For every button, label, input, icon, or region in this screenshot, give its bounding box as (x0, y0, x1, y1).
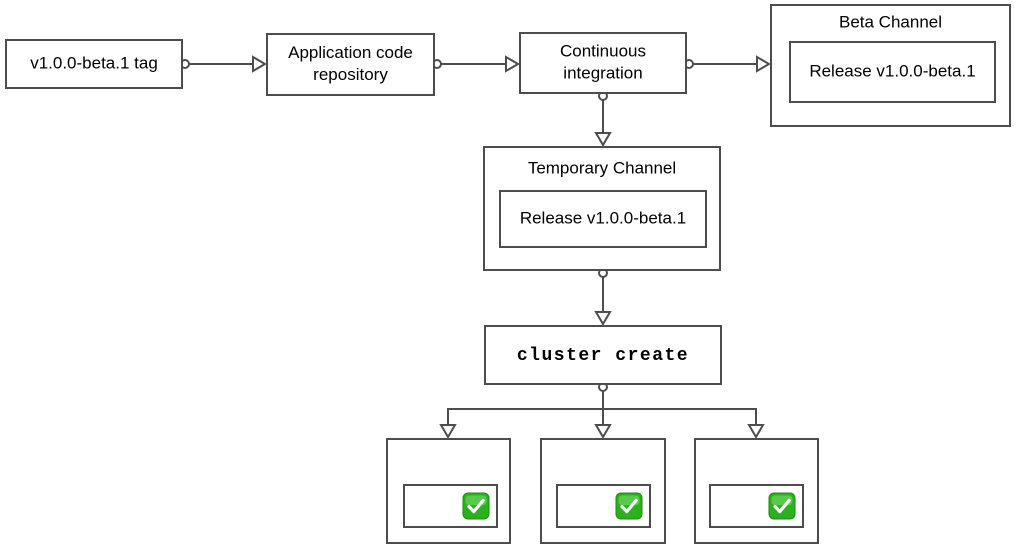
check-mark-green-icon (462, 492, 490, 520)
cluster-create-command-box-label: cluster create (517, 346, 689, 366)
temporary-channel-release-box-label: Release v1.0.0-beta.1 (520, 208, 686, 227)
edges-layer (180, 55, 771, 439)
edge-temporary-channel-to-cluster-create (594, 268, 612, 326)
kurl-test-box[interactable] (540, 438, 666, 544)
continuous-integration-box[interactable]: Continuous integration (519, 32, 687, 94)
beta-channel-container-label: Beta Channel (839, 12, 942, 31)
edge-cluster-create-to-openshift-line (447, 390, 604, 437)
check-mark-green-icon (615, 492, 643, 520)
edge-tag-to-repository (180, 55, 267, 73)
edge-cluster-create-to-eks (603, 408, 765, 439)
continuous-integration-box-frame (519, 32, 687, 94)
check-mark-green-icon (768, 492, 796, 520)
edge-tag-to-repository-arrowhead-icon (252, 55, 267, 73)
test-targets-layer (386, 438, 819, 544)
edge-continuous-integration-to-beta-channel-arrowhead-icon (756, 55, 771, 73)
edge-cluster-create-to-eks-arrowhead-icon (747, 424, 765, 439)
version-tag-box-frame (5, 39, 183, 89)
eks-test-box[interactable] (694, 438, 819, 544)
version-tag-box[interactable]: v1.0.0-beta.1 tag (5, 39, 183, 89)
edge-repository-to-continuous-integration (432, 55, 520, 73)
nodes-layer: v1.0.0-beta.1 tag Application code reposit… (5, 4, 1011, 385)
temporary-channel-release-box[interactable]: Release v1.0.0-beta.1 (499, 190, 707, 248)
edge-cluster-create-to-openshift (439, 382, 608, 439)
edge-cluster-create-to-kurl (594, 390, 612, 439)
temporary-channel-release-box-frame (499, 190, 707, 248)
temporary-channel-container-label: Temporary Channel (528, 158, 676, 177)
cluster-create-command-box[interactable]: cluster create (484, 325, 722, 385)
application-code-repository-box-frame (266, 33, 435, 96)
beta-channel-release-box[interactable]: Release v1.0.0-beta.1 (789, 41, 996, 103)
cluster-create-command-box-frame (484, 325, 722, 385)
beta-channel-release-box-frame (789, 41, 996, 103)
application-code-repository-box-label: Application code (288, 43, 413, 62)
openshift-test-box[interactable] (386, 438, 511, 544)
application-code-repository-box[interactable]: Application code repository (266, 33, 435, 96)
edge-continuous-integration-to-beta-channel (684, 55, 771, 73)
edge-continuous-integration-to-temporary-channel-arrowhead-icon (594, 132, 612, 147)
application-code-repository-box-label: repository (313, 65, 388, 84)
version-tag-box-label: v1.0.0-beta.1 tag (30, 53, 158, 72)
edge-cluster-create-to-openshift-arrowhead-icon (439, 424, 457, 439)
edge-repository-to-continuous-integration-arrowhead-icon (505, 55, 520, 73)
continuous-integration-box-label: Continuous (560, 41, 646, 60)
edge-temporary-channel-to-cluster-create-arrowhead-icon (594, 311, 612, 326)
edge-cluster-create-to-eks-line (603, 408, 757, 437)
edge-continuous-integration-to-temporary-channel (594, 91, 612, 147)
continuous-integration-box-label: integration (563, 63, 642, 82)
edge-cluster-create-to-kurl-arrowhead-icon (594, 424, 612, 439)
beta-channel-release-box-label: Release v1.0.0-beta.1 (809, 61, 975, 80)
